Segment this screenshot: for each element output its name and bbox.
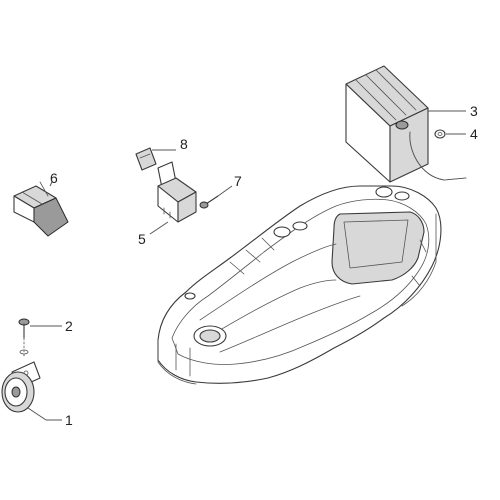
callout-4[interactable]: 4: [470, 126, 478, 142]
helmet-compartment-frame[interactable]: [157, 185, 442, 385]
leader-line-1: [27, 407, 62, 421]
callout-3[interactable]: 3: [470, 103, 478, 119]
battery-part[interactable]: [345, 65, 467, 183]
callout-1[interactable]: 1: [65, 412, 73, 428]
callout-6[interactable]: 6: [50, 170, 58, 186]
callout-8[interactable]: 8: [180, 136, 188, 152]
screw-part-7[interactable]: [199, 195, 219, 209]
relay-part[interactable]: [157, 161, 197, 223]
washer-part[interactable]: [434, 129, 446, 139]
horn-part[interactable]: [1, 361, 41, 413]
leader-line-5: [149, 221, 169, 235]
leader-line-6: [49, 181, 53, 187]
rubber-mount-part[interactable]: [13, 181, 69, 237]
bracket-clip-part[interactable]: [135, 147, 157, 171]
callout-2[interactable]: 2: [65, 318, 73, 334]
callout-7[interactable]: 7: [234, 173, 242, 189]
screw-part-2[interactable]: [18, 318, 30, 359]
leader-line-7: [217, 185, 233, 197]
callout-5[interactable]: 5: [138, 231, 146, 247]
